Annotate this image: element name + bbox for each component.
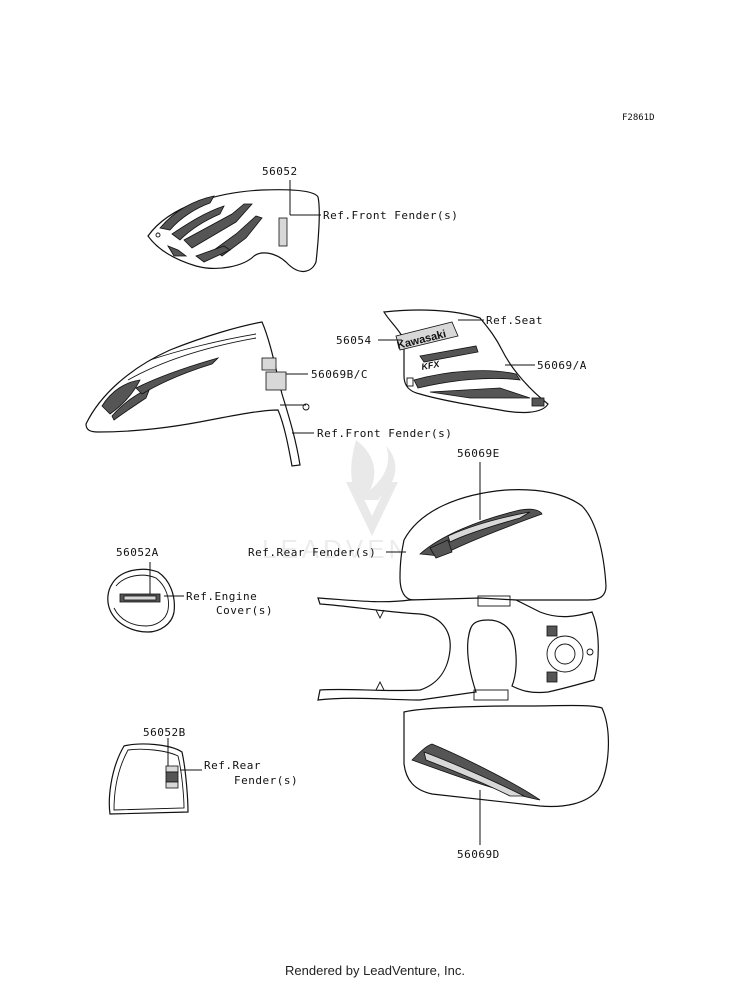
ref-front-fender-1: Ref.Front Fender(s): [323, 209, 458, 222]
front-fender-side-decal: 56069B/C Ref.Front Fender(s): [85, 321, 452, 467]
part-number-56069-a: 56069/A: [537, 359, 587, 372]
ref-front-fender-2: Ref.Front Fender(s): [317, 427, 452, 440]
ref-rear-line2: Fender(s): [234, 774, 298, 787]
rear-fender-decal: 56052B Ref.Rear Fender(s): [108, 726, 298, 815]
ref-rear-fender-1: Ref.Rear Fender(s): [248, 546, 376, 559]
part-number-56069b-c: 56069B/C: [311, 368, 368, 381]
footer-credit: Rendered by LeadVenture, Inc.: [285, 963, 465, 978]
part-number-56069e: 56069E: [457, 447, 500, 460]
part-number-56052b: 56052B: [143, 726, 186, 739]
decal-model-text: KFX: [421, 359, 441, 372]
engine-cover-decal: 56052A Ref.Engine Cover(s): [107, 546, 273, 633]
front-fender-top-decal: 56052 Ref.Front Fender(s): [147, 165, 458, 272]
rear-fender-assembly: 56069E Ref.Rear Fender(s) 56069D: [248, 447, 609, 861]
part-number-56052a: 56052A: [116, 546, 159, 559]
ref-engine-line1: Ref.Engine: [186, 590, 257, 603]
ref-engine-line2: Cover(s): [216, 604, 273, 617]
ref-seat: Ref.Seat: [486, 314, 543, 327]
part-number-56069d: 56069D: [457, 848, 500, 861]
part-number-56054: 56054: [336, 334, 372, 347]
ref-rear-line1: Ref.Rear: [204, 759, 261, 772]
part-number-56052: 56052: [262, 165, 298, 178]
diagram-id: F2861D: [622, 113, 655, 123]
seat-side-decal: Kawasaki KFX 56054 Ref.Seat 56069/A: [336, 309, 587, 414]
